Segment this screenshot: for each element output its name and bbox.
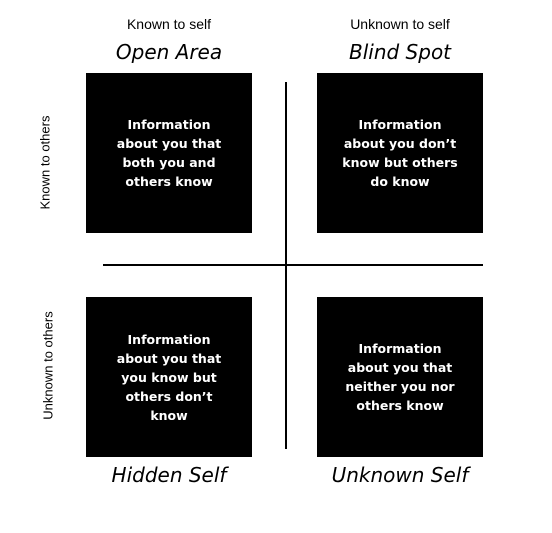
quadrant-title-open-area: Open Area bbox=[115, 40, 223, 64]
horizontal-divider bbox=[103, 264, 483, 266]
quadrant-unknown-self: Information about you that neither you n… bbox=[317, 297, 483, 457]
quadrant-blind-spot-text: Information about you don’t know but oth… bbox=[342, 117, 458, 189]
quadrant-unknown-self-text: Information about you that neither you n… bbox=[345, 341, 455, 413]
column-subtitle-unknown-to-self: Unknown to self bbox=[350, 16, 450, 32]
quadrant-title-hidden-self: Hidden Self bbox=[111, 463, 227, 487]
row-label-unknown-to-others: Unknown to others bbox=[40, 311, 56, 420]
quadrant-open-area-text: Information about you that both you and … bbox=[116, 117, 222, 189]
quadrant-title-unknown-self: Unknown Self bbox=[331, 463, 469, 487]
column-subtitle-known-to-self: Known to self bbox=[126, 16, 212, 32]
quadrant-open-area: Information about you that both you and … bbox=[86, 73, 252, 233]
quadrant-blind-spot: Information about you don’t know but oth… bbox=[317, 73, 483, 233]
row-label-known-to-others: Known to others bbox=[37, 115, 53, 210]
quadrant-title-blind-spot: Blind Spot bbox=[348, 40, 452, 64]
quadrant-hidden-self-text: Information about you that you know but … bbox=[116, 331, 222, 423]
quadrant-hidden-self: Information about you that you know but … bbox=[86, 297, 252, 457]
